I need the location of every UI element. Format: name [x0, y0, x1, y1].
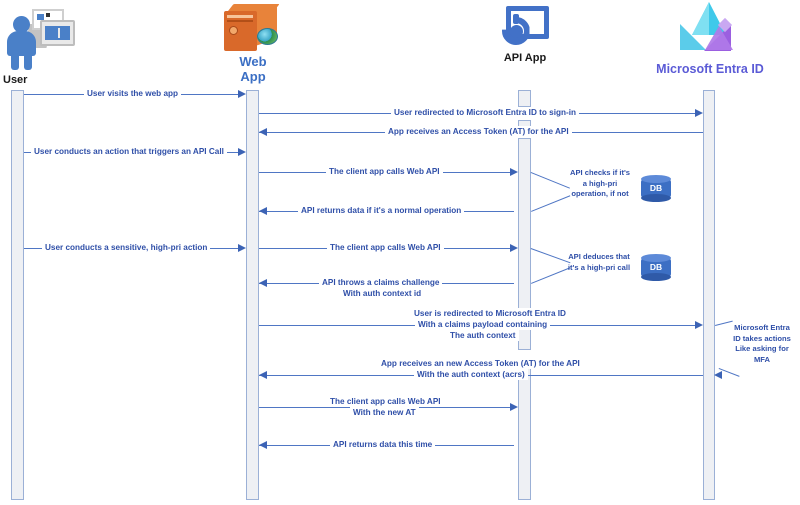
note-entra: Microsoft Entra ID takes actions Like as… [728, 323, 796, 365]
note-entra-line4: MFA [753, 354, 771, 364]
message-label-10-line3: The auth context [447, 330, 519, 341]
lifeline-api-app [518, 90, 531, 107]
message-label-11-line2: With the auth context (acrs) [414, 369, 528, 380]
message-arrowhead-11 [259, 370, 267, 379]
db-icon-1: DB [641, 175, 671, 202]
note-entra-line2: ID takes actions [733, 333, 791, 343]
message-arrowhead-2 [695, 108, 703, 117]
note-arrowhead-entra [714, 371, 722, 379]
message-arrowhead-1 [238, 89, 246, 98]
message-arrowhead-5 [510, 167, 518, 176]
message-arrowhead-3 [259, 127, 267, 136]
note-entra-line1: Microsoft Entra [734, 323, 790, 332]
note-db-2-line2: it's a high-pri call [567, 262, 631, 272]
message-arrowhead-4 [238, 147, 246, 156]
message-label-7: User conducts a sensitive, high-pri acti… [42, 242, 211, 253]
actor-label-user: User [3, 74, 28, 86]
note-entra-line3: Like asking for [735, 344, 789, 353]
message-label-8: The client app calls Web API [327, 242, 444, 253]
message-label-5: The client app calls Web API [326, 166, 443, 177]
actor-label-api-app: API App [503, 52, 547, 64]
actor-label-web-app-line1: Web [239, 54, 267, 69]
message-label-1: User visits the web app [84, 88, 182, 99]
message-arrowhead-12 [510, 402, 518, 411]
actor-api-app: API App [490, 6, 560, 64]
note-leader-1-bottom [531, 195, 571, 212]
note-db-1-line3: operation, if not [571, 189, 629, 198]
message-label-9-line2: With auth context id [340, 288, 425, 299]
note-db-2: API deduces that it's a high-pri call [564, 252, 634, 273]
actor-microsoft-entra-id: Microsoft Entra ID [644, 2, 776, 76]
actor-web-app: Web App [214, 4, 292, 84]
lifeline-api-app [518, 364, 531, 500]
message-label-13: API returns data this time [330, 439, 436, 450]
note-db-1-line1: API checks if it's [569, 168, 631, 177]
user-person-monitor-icon [5, 4, 75, 72]
microsoft-entra-id-icon [680, 2, 740, 58]
actor-label-microsoft-entra-id: Microsoft Entra ID [656, 62, 764, 76]
actor-user: User [0, 4, 80, 86]
message-arrowhead-10 [695, 320, 703, 329]
lifeline-user [11, 90, 24, 500]
lifeline-api-app [518, 138, 531, 310]
actor-label-web-app-line2: App [240, 68, 266, 84]
message-label-4: User conducts an action that triggers an… [31, 146, 227, 157]
message-label-9-line1: API throws a claims challenge [319, 277, 443, 288]
message-label-3: App receives an Access Token (AT) for th… [385, 126, 572, 137]
db-icon-2: DB [641, 254, 671, 281]
message-label-10-line1: User is redirected to Microsoft Entra ID [411, 308, 569, 319]
lifeline-web-app [246, 90, 259, 500]
message-label-11-line1: App receives an new Access Token (AT) fo… [378, 358, 583, 369]
message-label-12-line2: With the new AT [350, 407, 419, 418]
web-app-server-icon [224, 4, 282, 52]
message-arrowhead-13 [259, 440, 267, 449]
message-label-12-line1: The client app calls Web API [327, 396, 444, 407]
message-label-10-line2: With a claims payload containing [415, 319, 551, 330]
db-icon-1-label: DB [649, 183, 663, 193]
lifeline-microsoft-entra-id [703, 90, 715, 500]
note-db-1: API checks if it's a high-pri operation,… [566, 168, 634, 200]
message-arrowhead-6 [259, 206, 267, 215]
message-label-6: API returns data if it's a normal operat… [298, 205, 465, 216]
note-leader-1-top [530, 172, 570, 189]
message-arrowhead-9 [259, 278, 267, 287]
api-app-icon [501, 6, 549, 48]
message-arrowhead-7 [238, 243, 246, 252]
message-arrowhead-8 [510, 243, 518, 252]
message-label-2: User redirected to Microsoft Entra ID to… [391, 107, 579, 118]
note-db-2-line1: API deduces that [568, 252, 630, 261]
db-icon-2-label: DB [649, 262, 663, 272]
note-db-1-line2: a high-pri [582, 178, 618, 188]
